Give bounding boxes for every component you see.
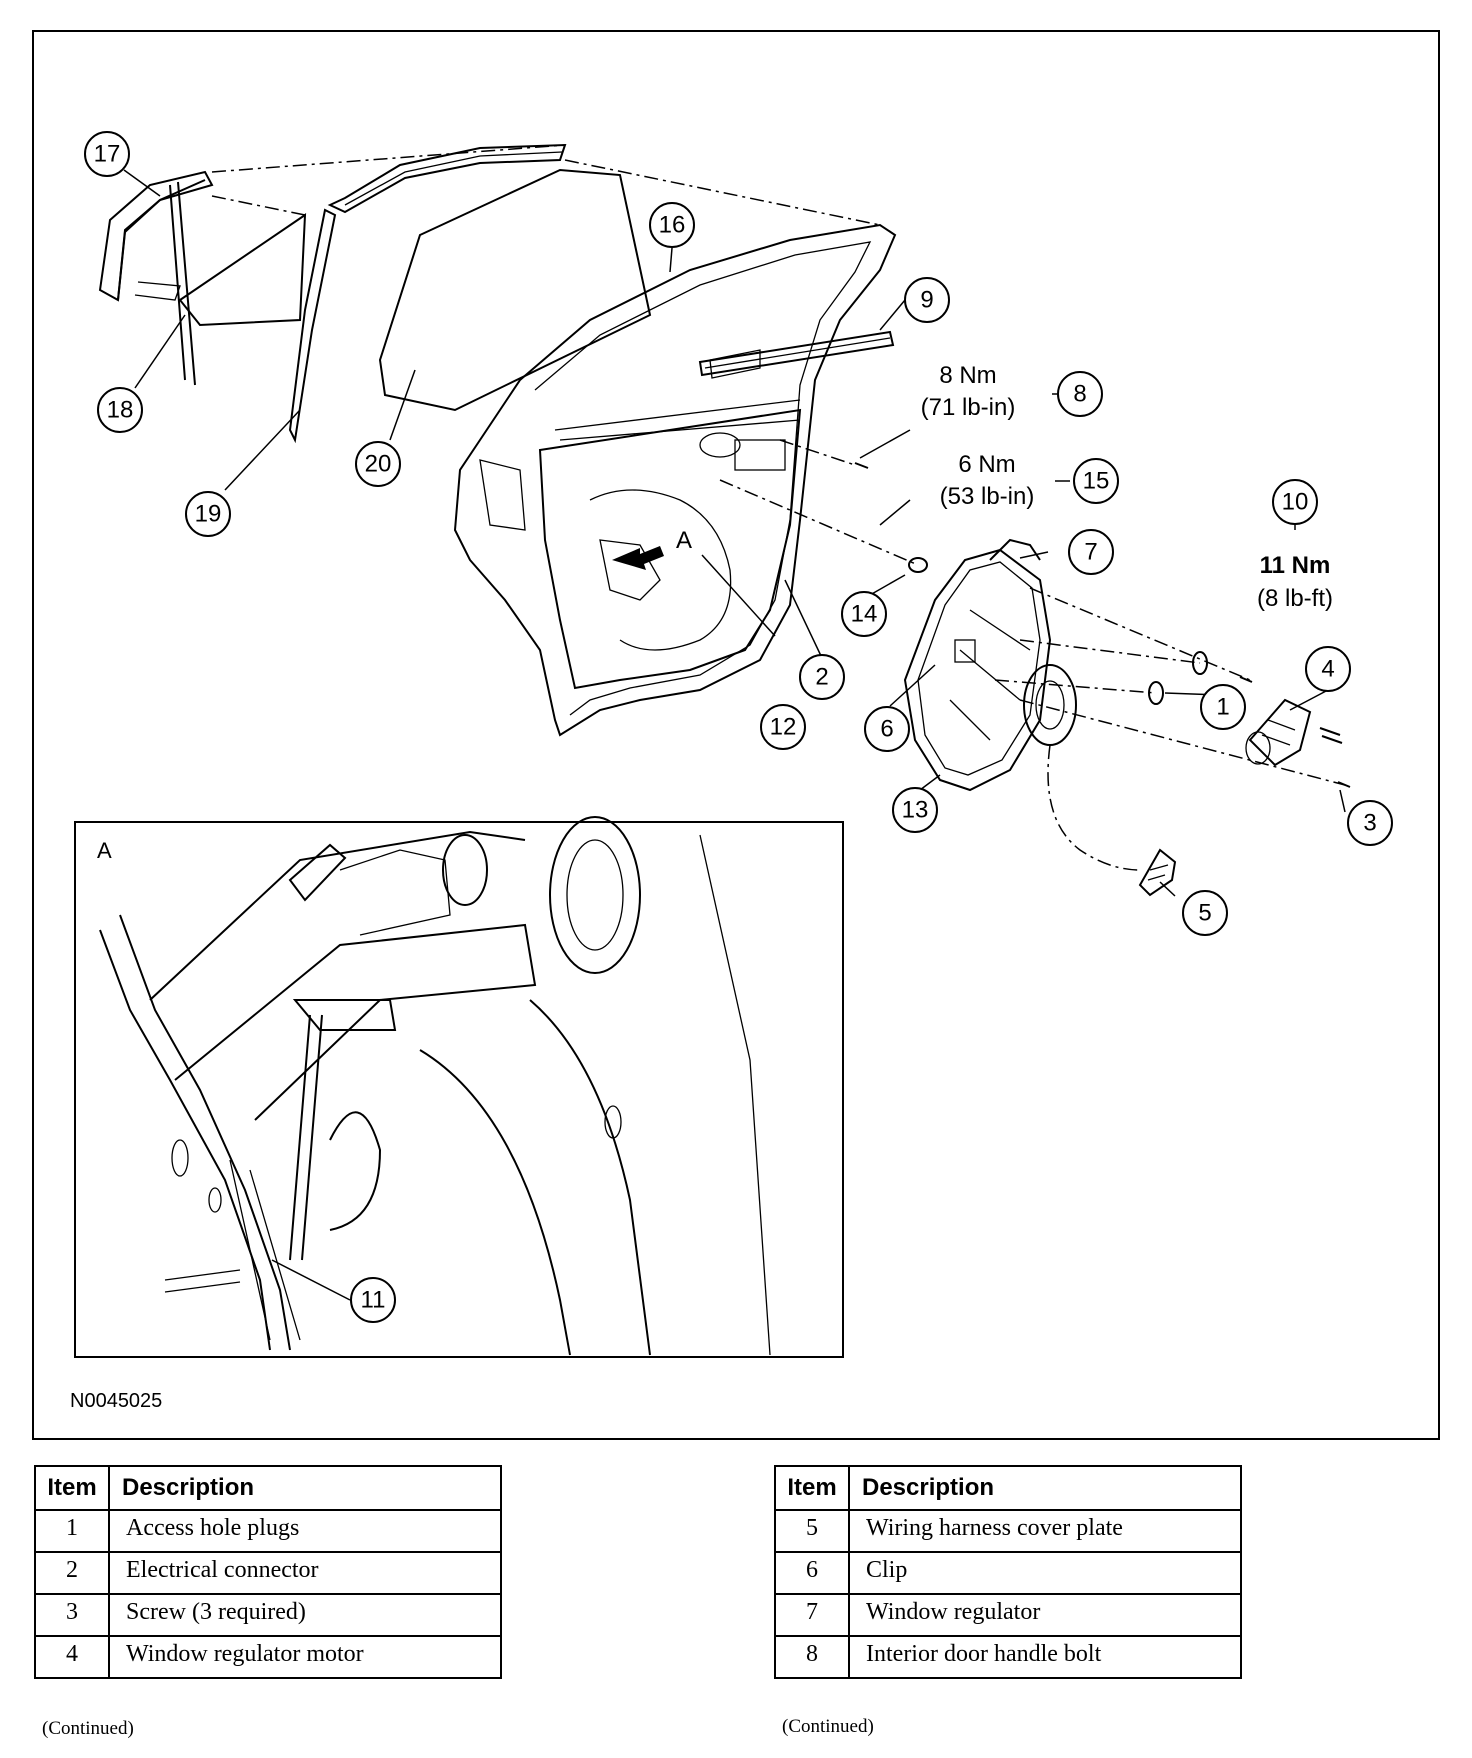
svg-text:1: 1 bbox=[1216, 694, 1229, 721]
description-header: Description bbox=[848, 1465, 1242, 1511]
callout-5: 5 bbox=[1182, 890, 1228, 936]
svg-text:9: 9 bbox=[920, 287, 933, 314]
regulator-motor bbox=[1245, 698, 1312, 767]
callout-13: 13 bbox=[892, 787, 938, 833]
access-hole-plug-upper bbox=[1192, 651, 1208, 675]
view-arrow: A bbox=[612, 527, 692, 570]
projection-lines bbox=[211, 144, 1346, 871]
figure-frame bbox=[32, 30, 1440, 1440]
washer bbox=[908, 557, 928, 573]
callout-9: 9 bbox=[904, 277, 950, 323]
svg-text:11: 11 bbox=[361, 1287, 386, 1314]
svg-text:16: 16 bbox=[659, 212, 686, 239]
svg-text:(8 lb-ft): (8 lb-ft) bbox=[1257, 585, 1333, 612]
svg-text:19: 19 bbox=[195, 501, 222, 528]
callout-10: 10 bbox=[1272, 479, 1318, 525]
svg-text:12: 12 bbox=[770, 714, 797, 741]
callout-8: 8 bbox=[1057, 371, 1103, 417]
belt-weatherstrip bbox=[698, 330, 895, 377]
svg-text:6: 6 bbox=[880, 716, 893, 743]
callout-14: 14 bbox=[841, 591, 887, 637]
door-glass bbox=[378, 168, 652, 412]
callout-15: 15 bbox=[1073, 458, 1119, 504]
svg-text:5: 5 bbox=[1198, 900, 1211, 927]
harness-cover-plate bbox=[1138, 848, 1177, 897]
svg-text:18: 18 bbox=[107, 397, 134, 424]
callout-2: 2 bbox=[799, 654, 845, 700]
svg-text:20: 20 bbox=[365, 451, 392, 478]
svg-text:(53 lb-in): (53 lb-in) bbox=[940, 483, 1035, 510]
svg-text:A: A bbox=[97, 838, 112, 863]
leaders bbox=[123, 169, 1346, 897]
callout-6: 6 bbox=[864, 706, 910, 752]
svg-text:(71 lb-in): (71 lb-in) bbox=[921, 394, 1016, 421]
svg-text:8: 8 bbox=[1073, 381, 1086, 408]
exploded-door-diagram: A 8 Nm (71 lb-in) 6 Nm (53 lb-in) 11 N bbox=[74, 131, 1393, 1358]
door-shell bbox=[453, 223, 897, 737]
callout-18: 18 bbox=[97, 387, 143, 433]
svg-text:4: 4 bbox=[1321, 656, 1334, 683]
svg-text:A: A bbox=[676, 527, 692, 554]
item-header: Item bbox=[34, 1465, 110, 1511]
callout-11: 11 bbox=[350, 1277, 396, 1323]
callout-20: 20 bbox=[355, 441, 401, 487]
quarter-glass bbox=[178, 213, 307, 327]
torque-spec-item8: 8 Nm (71 lb-in) bbox=[921, 362, 1016, 421]
division-bar bbox=[288, 143, 567, 444]
fasteners bbox=[854, 462, 1351, 788]
svg-text:7: 7 bbox=[1084, 539, 1097, 566]
callout-3: 3 bbox=[1347, 800, 1393, 846]
continued-note-right: (Continued) bbox=[782, 1716, 874, 1737]
item-header: Item bbox=[774, 1465, 850, 1511]
detail-a-inset: A 11 bbox=[74, 816, 844, 1358]
svg-text:15: 15 bbox=[1083, 468, 1110, 495]
figure-id: N0045025 bbox=[70, 1390, 163, 1412]
callout-12: 12 bbox=[760, 704, 806, 750]
svg-text:13: 13 bbox=[902, 797, 929, 824]
svg-text:11 Nm: 11 Nm bbox=[1260, 552, 1331, 579]
svg-text:3: 3 bbox=[1363, 810, 1376, 837]
description-header: Description bbox=[108, 1465, 502, 1511]
torque-spec-item10: 11 Nm (8 lb-ft) bbox=[1257, 552, 1333, 612]
callout-17: 17 bbox=[84, 131, 130, 177]
svg-text:2: 2 bbox=[815, 664, 828, 691]
callout-4: 4 bbox=[1305, 646, 1351, 692]
callout-7: 7 bbox=[1068, 529, 1114, 575]
svg-text:17: 17 bbox=[94, 141, 121, 168]
svg-text:6 Nm: 6 Nm bbox=[958, 451, 1015, 478]
callout-19: 19 bbox=[185, 491, 231, 537]
window-regulator-assembly bbox=[903, 538, 1077, 792]
callout-1: 1 bbox=[1200, 684, 1246, 730]
svg-text:10: 10 bbox=[1282, 489, 1309, 516]
torque-spec-item15: 6 Nm (53 lb-in) bbox=[940, 451, 1035, 510]
callout-16: 16 bbox=[649, 202, 695, 248]
svg-text:8 Nm: 8 Nm bbox=[939, 362, 996, 389]
continued-note-left: (Continued) bbox=[42, 1718, 134, 1739]
quarter-glass-frame bbox=[98, 170, 214, 386]
svg-text:14: 14 bbox=[851, 601, 878, 628]
